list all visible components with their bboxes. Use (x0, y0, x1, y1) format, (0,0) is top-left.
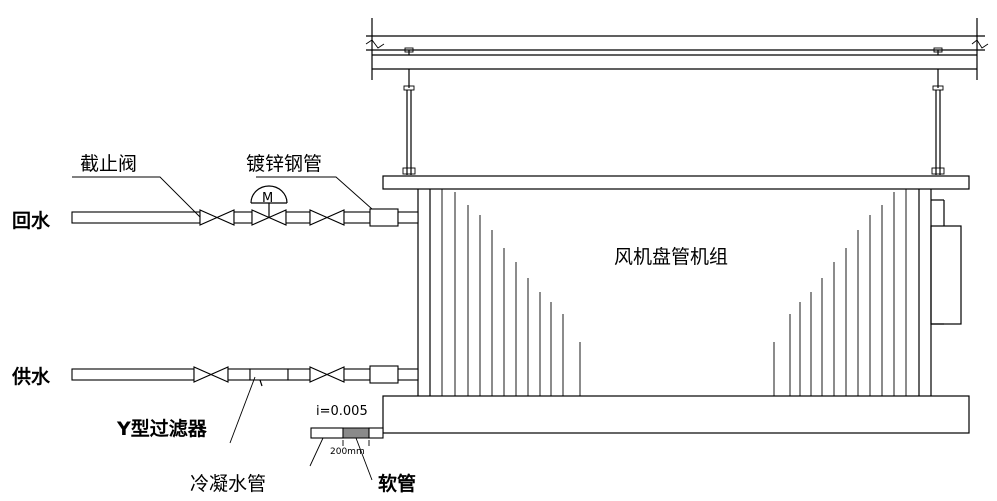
hose-length-label: 200mm (330, 447, 365, 457)
fan-coil-unit (382, 175, 970, 434)
slope-label: i=0.005 (316, 404, 368, 419)
hanger-rod-right (931, 47, 945, 175)
hanger-rod-left (402, 47, 416, 175)
return-water-pipe (71, 185, 419, 227)
stop-valve-label: 截止阀 (80, 153, 137, 175)
supply-water-pipe (71, 365, 419, 387)
coil-fins (441, 189, 907, 396)
galvanized-steel-pipe-label: 镀锌钢管 (246, 153, 322, 175)
fan-coil-unit-label: 风机盘管机组 (614, 246, 728, 268)
soft-pipe-label: 软管 (378, 472, 416, 495)
return-water-label: 回水 (12, 210, 51, 232)
y-strainer-label: Y型过滤器 (116, 417, 208, 440)
condensate-pipe (310, 427, 384, 446)
supply-water-label: 供水 (11, 365, 51, 388)
condensate-pipe-label: 冷凝水管 (190, 473, 266, 495)
motor-valve-mark: M (262, 191, 273, 206)
ceiling-slab (365, 18, 989, 80)
leader-lines (72, 176, 373, 481)
